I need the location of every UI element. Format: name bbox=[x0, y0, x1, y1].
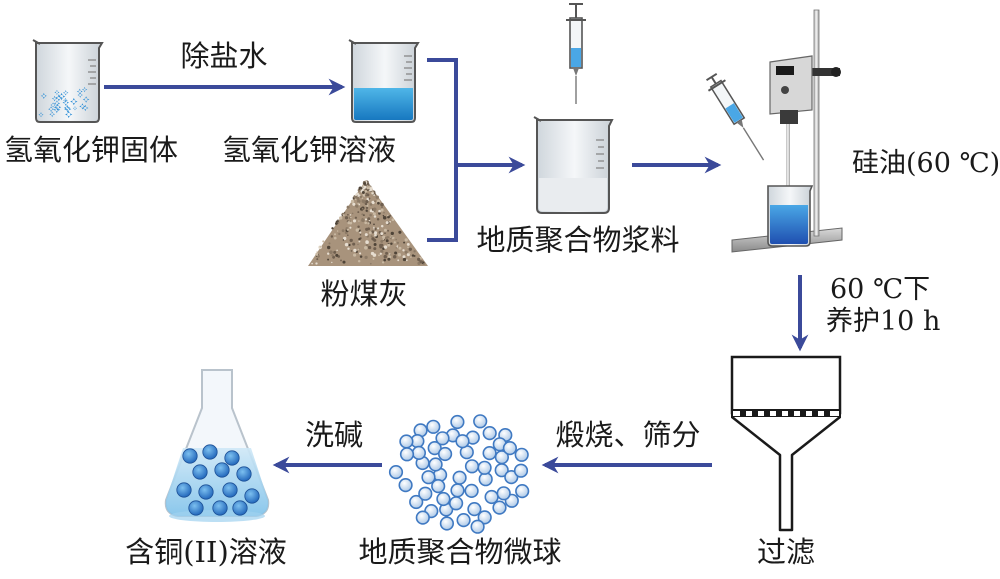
label-silicone-oil: 硅油(60 ℃) bbox=[852, 148, 1000, 179]
beaker-koh-solid-icon bbox=[32, 39, 104, 123]
label-geopolymer-slurry: 地质聚合物浆料 bbox=[476, 223, 680, 257]
label-alkali-washing: 洗碱 bbox=[304, 418, 364, 452]
beaker-koh-solution-icon bbox=[348, 39, 420, 123]
label-geopolymer-microspheres: 地质聚合物微球 bbox=[358, 535, 562, 569]
label-desalted-water: 除盐水 bbox=[180, 39, 268, 73]
label-calcination-sieving: 煅烧、筛分 bbox=[555, 418, 701, 452]
label-curing-time: 养护10 h bbox=[826, 306, 941, 337]
label-koh-solid: 氢氧化钾固体 bbox=[4, 133, 179, 167]
merge-bracket bbox=[427, 58, 458, 242]
filter-funnel-icon bbox=[730, 355, 842, 532]
erlenmeyer-flask-icon bbox=[164, 369, 270, 522]
label-koh-solution: 氢氧化钾溶液 bbox=[222, 133, 397, 167]
label-copper-solution: 含铜(II)溶液 bbox=[125, 535, 287, 569]
label-curing-temp: 60 ℃下 bbox=[830, 274, 931, 305]
fly-ash-pile-icon bbox=[308, 180, 428, 266]
overhead-stirrer-icon bbox=[706, 9, 843, 253]
syringe-icon bbox=[566, 3, 586, 104]
beaker-slurry-icon bbox=[533, 116, 614, 214]
microspheres-cluster-icon bbox=[388, 414, 530, 534]
label-filtration: 过滤 bbox=[756, 535, 816, 569]
label-fly-ash: 粉煤灰 bbox=[320, 277, 408, 311]
